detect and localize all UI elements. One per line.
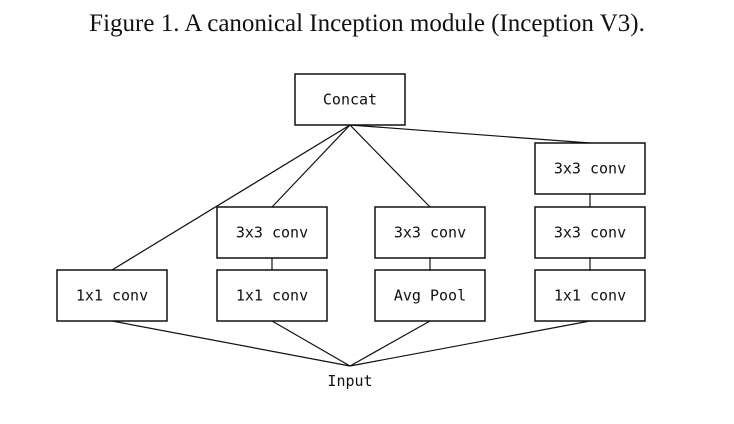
node-b2-conv1x1: 1x1 conv <box>216 269 328 322</box>
node-box <box>216 269 328 322</box>
node-label: 1x1 conv <box>236 287 308 305</box>
edge-b2-conv3x3-to-concat <box>271 124 351 208</box>
node-b3-conv3x3: 3x3 conv <box>374 206 486 259</box>
node-box <box>374 206 486 259</box>
node-box <box>374 269 486 322</box>
node-label: 3x3 conv <box>554 160 626 178</box>
node-b4-conv1x1: 1x1 conv <box>534 269 646 322</box>
node-b3-pool: Avg Pool <box>374 269 486 322</box>
node-label: 3x3 conv <box>394 224 466 242</box>
node-box <box>56 269 168 322</box>
node-b4-conv3x3-a: 3x3 conv <box>534 206 646 259</box>
diagram-nodes: Concat 1x1 conv 3x3 conv 1x1 conv 3x3 convAv… <box>56 73 646 390</box>
edge-input-to-b2-conv1x1 <box>271 320 351 367</box>
diagram-edges <box>111 124 591 367</box>
edge-b4-conv3x3-b-to-concat <box>349 124 591 144</box>
edge-input-to-b4-conv1x1 <box>349 320 591 367</box>
node-b2-conv3x3: 3x3 conv <box>216 206 328 259</box>
edge-b1-conv1x1-to-concat <box>111 124 351 271</box>
edge-b3-conv3x3-to-concat <box>349 124 431 208</box>
node-label: 3x3 conv <box>554 224 626 242</box>
node-label: 3x3 conv <box>236 224 308 242</box>
figure-caption: Figure 1. A canonical Inception module (… <box>89 10 645 37</box>
node-concat: Concat <box>294 73 406 126</box>
node-label: Avg Pool <box>394 287 466 305</box>
node-box <box>534 142 646 195</box>
node-label: Concat <box>323 91 377 109</box>
input-label: Input <box>327 372 372 390</box>
edge-input-to-b3-pool <box>349 320 431 367</box>
node-b1-conv1x1: 1x1 conv <box>56 269 168 322</box>
node-box <box>216 206 328 259</box>
edge-input-to-b1-conv1x1 <box>111 320 351 367</box>
node-b4-conv3x3-b: 3x3 conv <box>534 142 646 195</box>
node-box <box>534 206 646 259</box>
node-box <box>294 73 406 126</box>
node-box <box>534 269 646 322</box>
node-label: 1x1 conv <box>554 287 626 305</box>
node-label: 1x1 conv <box>76 287 148 305</box>
